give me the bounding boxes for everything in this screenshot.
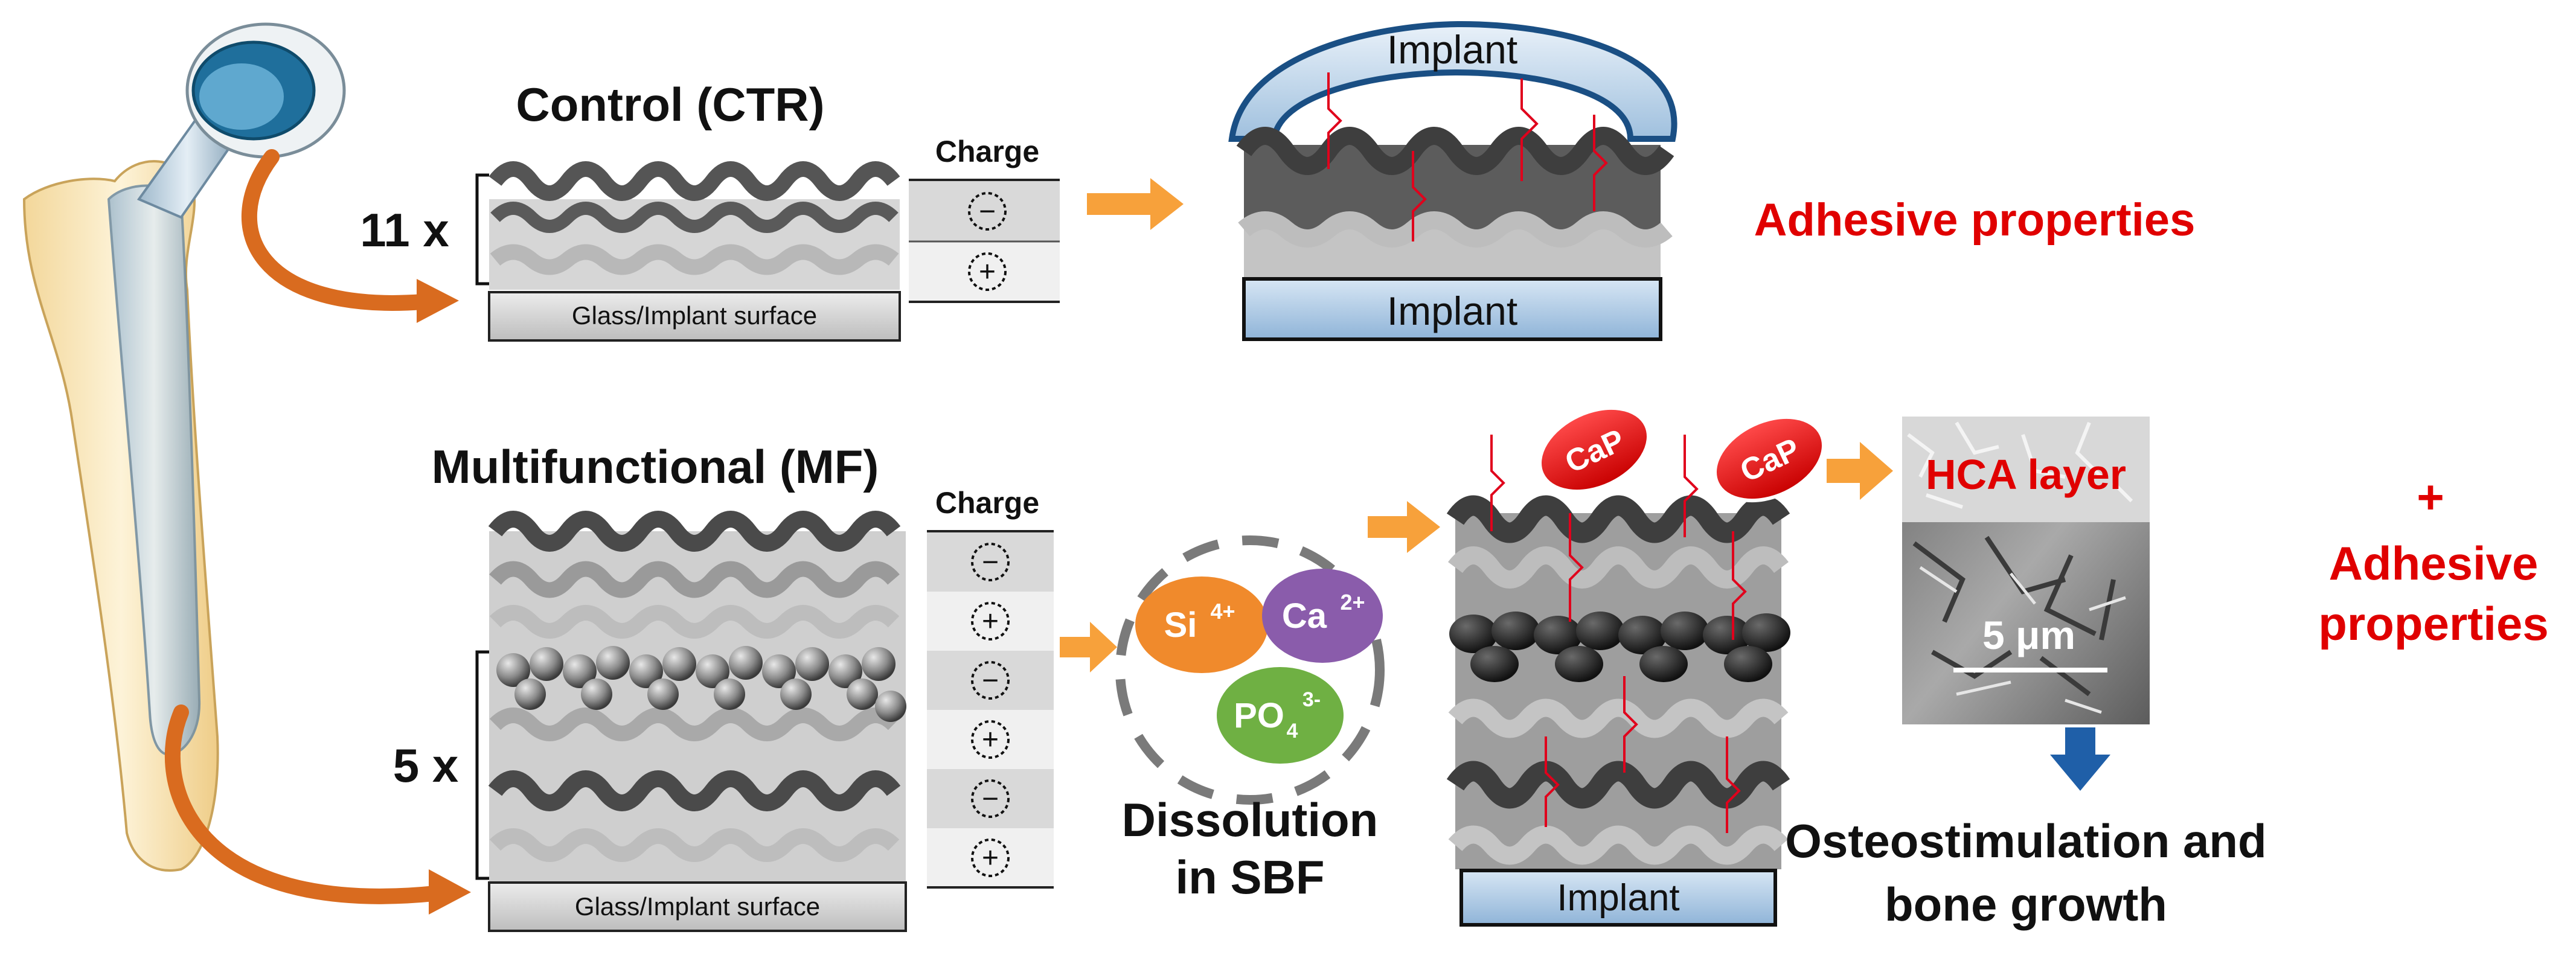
mf-result-line2: properties	[2318, 597, 2548, 650]
top-substrate-label: Glass/Implant surface	[572, 301, 817, 330]
top-implant-label: Implant	[1387, 289, 1517, 333]
scale-bar-label: 5 μm	[1982, 613, 2075, 657]
mf-result-line1: Adhesive	[2329, 537, 2539, 590]
implant-arch	[1228, 21, 1677, 142]
bottom-charge-4: +	[982, 724, 999, 756]
mf-implant-stack	[1446, 435, 1790, 927]
dissolution-line1: Dissolution	[1122, 793, 1379, 846]
ion-po	[1217, 667, 1344, 764]
bioactive-glass-particles	[496, 646, 906, 722]
dissolution-line2: in SBF	[1176, 851, 1325, 904]
top-bracket	[475, 173, 489, 286]
top-substrate	[488, 291, 901, 342]
ion-ca-sup: 2+	[1340, 590, 1365, 615]
bottom-bracket	[475, 650, 489, 880]
top-charge-1: −	[979, 196, 996, 228]
control-title: Control (CTR)	[516, 78, 824, 131]
ion-ca	[1262, 569, 1383, 663]
ion-po-label: PO	[1234, 696, 1284, 735]
control-film	[489, 161, 900, 290]
top-charge-2: +	[979, 256, 996, 288]
mf-title: Multifunctional (MF)	[432, 440, 879, 493]
orange-arrow-ions	[1060, 622, 1117, 672]
hca-layer-label: HCA layer	[1926, 451, 2126, 498]
top-implant-arch-label: Implant	[1387, 27, 1517, 72]
dark-particle-row	[1449, 612, 1790, 682]
ion-si-sup: 4+	[1210, 599, 1235, 624]
femur-pointer-bottom-head	[429, 869, 471, 915]
bottom-multiplier: 5 x	[393, 739, 458, 792]
cap-particle-1	[1538, 406, 1650, 494]
femur-pointer-bottom	[164, 704, 443, 904]
mf-film	[488, 511, 906, 881]
top-charge-header: Charge	[935, 135, 1039, 168]
cap-particle-2	[1713, 415, 1825, 503]
sem-image	[1902, 417, 2150, 724]
mf-implant-label: Implant	[1557, 877, 1679, 919]
femur-pointer-top-head	[417, 279, 459, 323]
bottom-charge-6: +	[982, 842, 999, 874]
bottom-charge-1: −	[982, 546, 999, 578]
ion-po-sub: 4	[1287, 720, 1298, 743]
orange-arrow-stack	[1368, 501, 1440, 553]
bottom-charge-2: +	[982, 605, 999, 637]
ion-si	[1135, 577, 1268, 673]
ion-po-sup: 3-	[1302, 688, 1321, 711]
hip-implant-illustration	[22, 22, 471, 915]
ion-cluster: Si 4+ Ca 2+ PO 4 3-	[1115, 535, 1385, 805]
bottom-substrate	[488, 881, 907, 932]
top-charge-table: Charge − +	[909, 135, 1060, 303]
plus-sign: +	[2417, 470, 2444, 523]
orange-arrow-sem	[1827, 442, 1893, 500]
top-multiplier: 11 x	[360, 203, 449, 257]
bottom-charge-3: −	[982, 665, 999, 697]
bottom-charge-5: −	[982, 783, 999, 815]
bottom-substrate-label: Glass/Implant surface	[575, 892, 820, 921]
orange-arrow-top	[1087, 178, 1184, 230]
outcome-line1: Osteostimulation and	[1785, 814, 2266, 867]
ion-ca-label: Ca	[1282, 596, 1327, 636]
bottom-charge-header: Charge	[935, 486, 1039, 520]
top-result: Adhesive properties	[1754, 194, 2196, 246]
down-arrow	[2050, 727, 2110, 791]
outcome-line2: bone growth	[1885, 878, 2167, 931]
bottom-charge-table: Charge − + − + − +	[927, 486, 1054, 889]
femur-pointer-top	[241, 149, 431, 311]
ion-si-label: Si	[1164, 605, 1197, 645]
top-implant-sandwich	[1228, 21, 1677, 341]
